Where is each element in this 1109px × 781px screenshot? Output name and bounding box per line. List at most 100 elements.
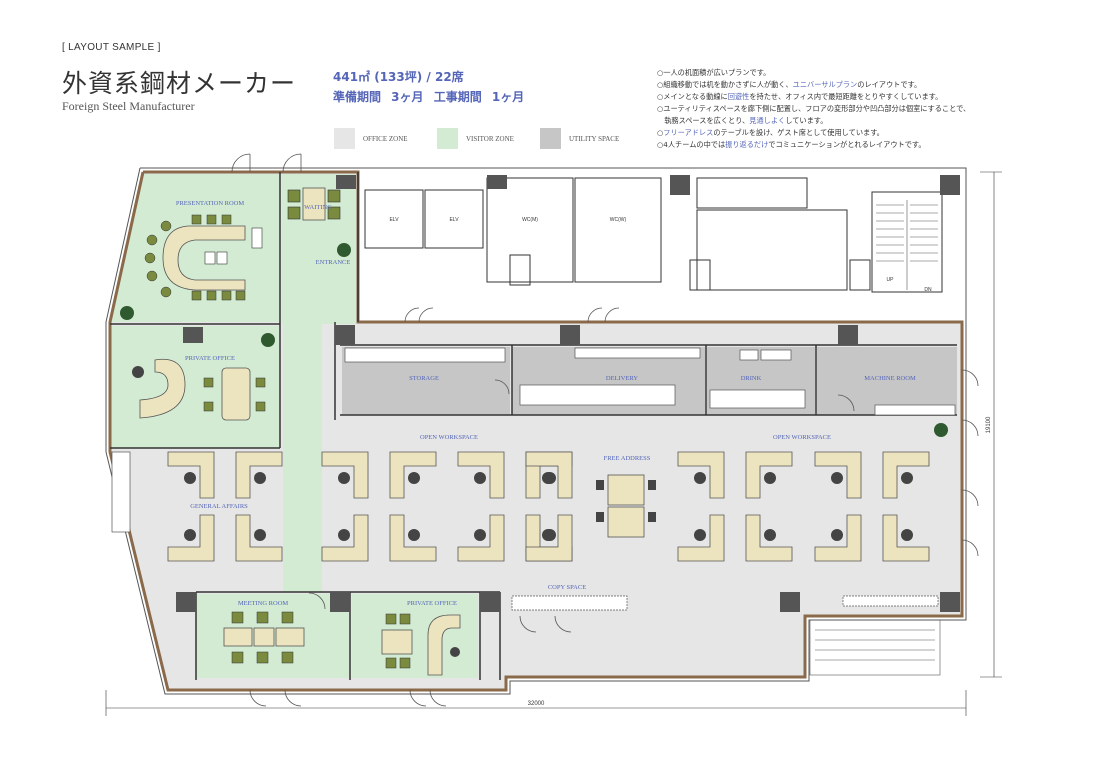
design-notes: ○一人の机面積が広いプランです。 ○組織移動では机を動かさずに人が動く、ユニバーサ…: [657, 67, 970, 151]
note-line: ○メインとなる動線に回遊性を持たせ、オフィス内で最短距離をとりやすくしています。: [657, 91, 970, 103]
label-machine-room: MACHINE ROOM: [864, 375, 916, 382]
note-text: 執務スペースを広くとり、: [657, 116, 750, 125]
note-highlight: ユニバーサルプラン: [792, 80, 858, 89]
private-office-2-desk: [427, 614, 461, 676]
note-line: ○ユーティリティスペースを廊下側に配置し、フロアの変形部分や凹凸部分は個室にする…: [657, 103, 970, 115]
doors: [231, 153, 979, 707]
label-private-office-1: PRIVATE OFFICE: [185, 355, 235, 362]
legend-label-utility: UTILITY SPACE: [569, 134, 620, 143]
desk-chair: [254, 472, 266, 484]
note-line: 執務スペースを広くとり、見通しよくしています。: [657, 115, 970, 127]
note-text: を持たせ、オフィス内で最短距離をとりやすくしています。: [749, 92, 943, 101]
label-elv-2: ELV: [449, 217, 459, 223]
dimension-lines: [105, 171, 1002, 716]
note-highlight: 振り返るだけ: [725, 140, 769, 149]
page-subtitle: Foreign Steel Manufacturer: [62, 99, 195, 113]
page-title: 外資系鋼材メーカー: [62, 69, 297, 98]
desk: [677, 514, 725, 562]
free-address-table: [607, 474, 645, 506]
desk: [882, 514, 930, 562]
private-office-2-floor: [352, 594, 478, 678]
presentation-screen: [251, 227, 263, 249]
desk: [167, 514, 215, 562]
label-free-address: FREE ADDRESS: [604, 455, 651, 462]
stairs: [876, 200, 938, 290]
desk-chair: [901, 472, 913, 484]
note-highlight: 回遊性: [727, 92, 750, 101]
desk: [457, 514, 505, 562]
private-office-1-floor: [110, 326, 280, 448]
presentation-tv-2: [216, 251, 228, 265]
desk-chair: [338, 529, 350, 541]
desk: [167, 451, 215, 499]
desk-chair: [694, 529, 706, 541]
private-office-2-chair: [450, 647, 460, 657]
label-drink: DRINK: [741, 375, 762, 382]
desk: [321, 514, 369, 562]
note-text: ○4人チームの中では: [657, 140, 726, 149]
desk: [882, 451, 930, 499]
label-copy-space: COPY SPACE: [548, 584, 586, 591]
label-wc-men: WC(M): [522, 217, 538, 223]
copy-space-stairs: [809, 619, 941, 676]
desk-chair: [831, 472, 843, 484]
presentation-tv: [204, 251, 216, 265]
waiting-table: [302, 187, 326, 221]
label-delivery: DELIVERY: [606, 375, 638, 382]
presentation-table: [162, 225, 246, 291]
plants: [120, 243, 948, 437]
utility-shelves: [344, 347, 956, 416]
desk-chair: [831, 529, 843, 541]
label-open-workspace-1: OPEN WORKSPACE: [420, 434, 478, 441]
legend-label-office: OFFICE ZONE: [363, 134, 408, 143]
workstations: [167, 451, 930, 562]
note-line: ○フリーアドレスのテーブルを設け、ゲスト席として使用しています。: [657, 127, 970, 139]
copy-counter-2: [842, 595, 939, 607]
desk: [321, 451, 369, 499]
desk-chair: [694, 472, 706, 484]
note-text: しています。: [785, 116, 828, 125]
exterior-wall-outer: [105, 167, 967, 695]
visitor-corridor-floor: [283, 322, 322, 592]
label-meeting-room: MEETING ROOM: [238, 600, 289, 607]
area-seats-stat: 441㎡ (133坪) / 22席: [333, 70, 464, 84]
legend-utility-space: UTILITY SPACE: [540, 128, 619, 149]
legend-visitor-zone: VISITOR ZONE: [437, 128, 514, 149]
note-text: ○: [657, 128, 664, 137]
label-waiting: WAITING: [304, 204, 332, 211]
desk: [814, 514, 862, 562]
private-office-2-chairs: [385, 613, 411, 669]
label-presentation-room: PRESENTATION ROOM: [176, 200, 244, 207]
note-text: ○ユーティリティスペースを廊下側に配置し、フロアの変形部分や凹凸部分は個室にする…: [657, 104, 971, 113]
desk-chair: [408, 472, 420, 484]
label-private-office-2: PRIVATE OFFICE: [407, 600, 457, 607]
desk: [677, 451, 725, 499]
private-office-1-table: [221, 367, 251, 421]
desk-chair: [542, 472, 554, 484]
legend-swatch-visitor: [437, 128, 458, 149]
note-line: ○一人の机面積が広いプランです。: [657, 67, 970, 79]
desk-chair: [254, 529, 266, 541]
free-address-chairs: [596, 480, 656, 522]
note-text: ○一人の机面積が広いプランです。: [657, 68, 771, 77]
meeting-tables: [223, 627, 305, 647]
label-storage: STORAGE: [409, 375, 439, 382]
private-office-1-desk: [139, 358, 186, 419]
layout-sample-tag: [ LAYOUT SAMPLE ]: [62, 42, 161, 53]
desk: [525, 514, 573, 562]
general-affairs-cabinet: [111, 451, 131, 533]
free-address-table-2: [607, 506, 645, 538]
service-core: [358, 172, 962, 322]
legend-swatch-utility: [540, 128, 561, 149]
waiting-chairs: [287, 189, 341, 220]
legend-swatch-office: [334, 128, 355, 149]
core-rooms: [364, 177, 943, 293]
desk: [745, 451, 793, 499]
note-text: でコミュニケーションがとれるレイアウトです。: [768, 140, 926, 149]
private-office-1-chair: [132, 366, 144, 378]
desk: [235, 514, 283, 562]
label-entrance: ENTRANCE: [316, 259, 351, 266]
note-line: ○組織移動では机を動かさずに人が動く、ユニバーサルプランのレイアウトです。: [657, 79, 970, 91]
note-highlight: フリーアドレス: [663, 128, 714, 137]
